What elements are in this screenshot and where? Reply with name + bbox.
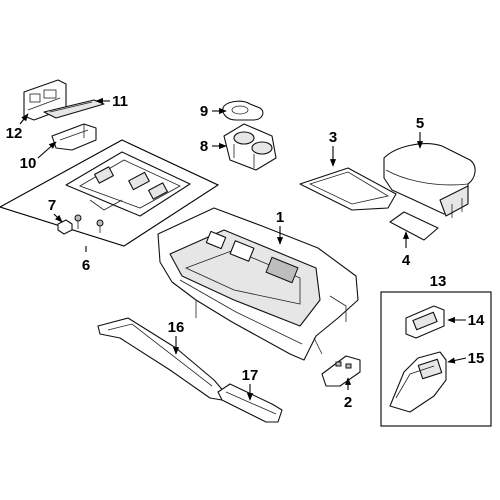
callout-13: 13: [430, 273, 447, 290]
callout-11: 11: [112, 93, 128, 110]
callout-3: 3: [329, 129, 337, 146]
part-6-tray: [65, 151, 191, 217]
part-9-cupholder-mat: [222, 100, 264, 121]
callout-6: 6: [82, 257, 90, 274]
part-11-trim-plate: [43, 99, 105, 119]
part-5-armrest: [383, 143, 476, 218]
callout-12: 12: [6, 125, 23, 142]
part-1-console-body: [157, 207, 359, 361]
part-16-side-trim: [97, 317, 227, 401]
callout-5: 5: [416, 115, 424, 132]
leader-12: [19, 113, 29, 125]
part-4-pad: [389, 211, 439, 241]
callout-labels: 1 2 3 4 5 6 7 8 9 10 11 12 13 14 15 16 1…: [6, 93, 485, 411]
part-17-lower-trim: [217, 383, 283, 423]
callout-15: 15: [468, 350, 485, 367]
callout-4: 4: [402, 252, 411, 269]
leader-lines: [19, 97, 467, 401]
part-8-cupholder: [223, 123, 277, 171]
part-2-clip: [321, 355, 361, 387]
callout-16: 16: [168, 319, 185, 336]
callout-14: 14: [468, 312, 485, 329]
part-10-housing: [51, 123, 97, 151]
leader-7: [53, 213, 63, 223]
part-15-bezel: [389, 351, 447, 413]
callout-1: 1: [276, 209, 284, 226]
leader-10: [37, 141, 57, 159]
callout-8: 8: [200, 138, 208, 155]
group-13-frame: [380, 291, 492, 427]
part-14-switch-panel: [405, 305, 445, 339]
leader-15: [447, 357, 467, 364]
callout-10: 10: [20, 155, 37, 172]
callout-7: 7: [48, 197, 56, 214]
part-3-mat: [299, 167, 397, 211]
callout-17: 17: [242, 367, 259, 384]
part-7-clip-and-screw: [57, 214, 104, 235]
callout-2: 2: [344, 394, 352, 411]
group-6-frame: [0, 139, 220, 247]
callout-9: 9: [200, 103, 208, 120]
